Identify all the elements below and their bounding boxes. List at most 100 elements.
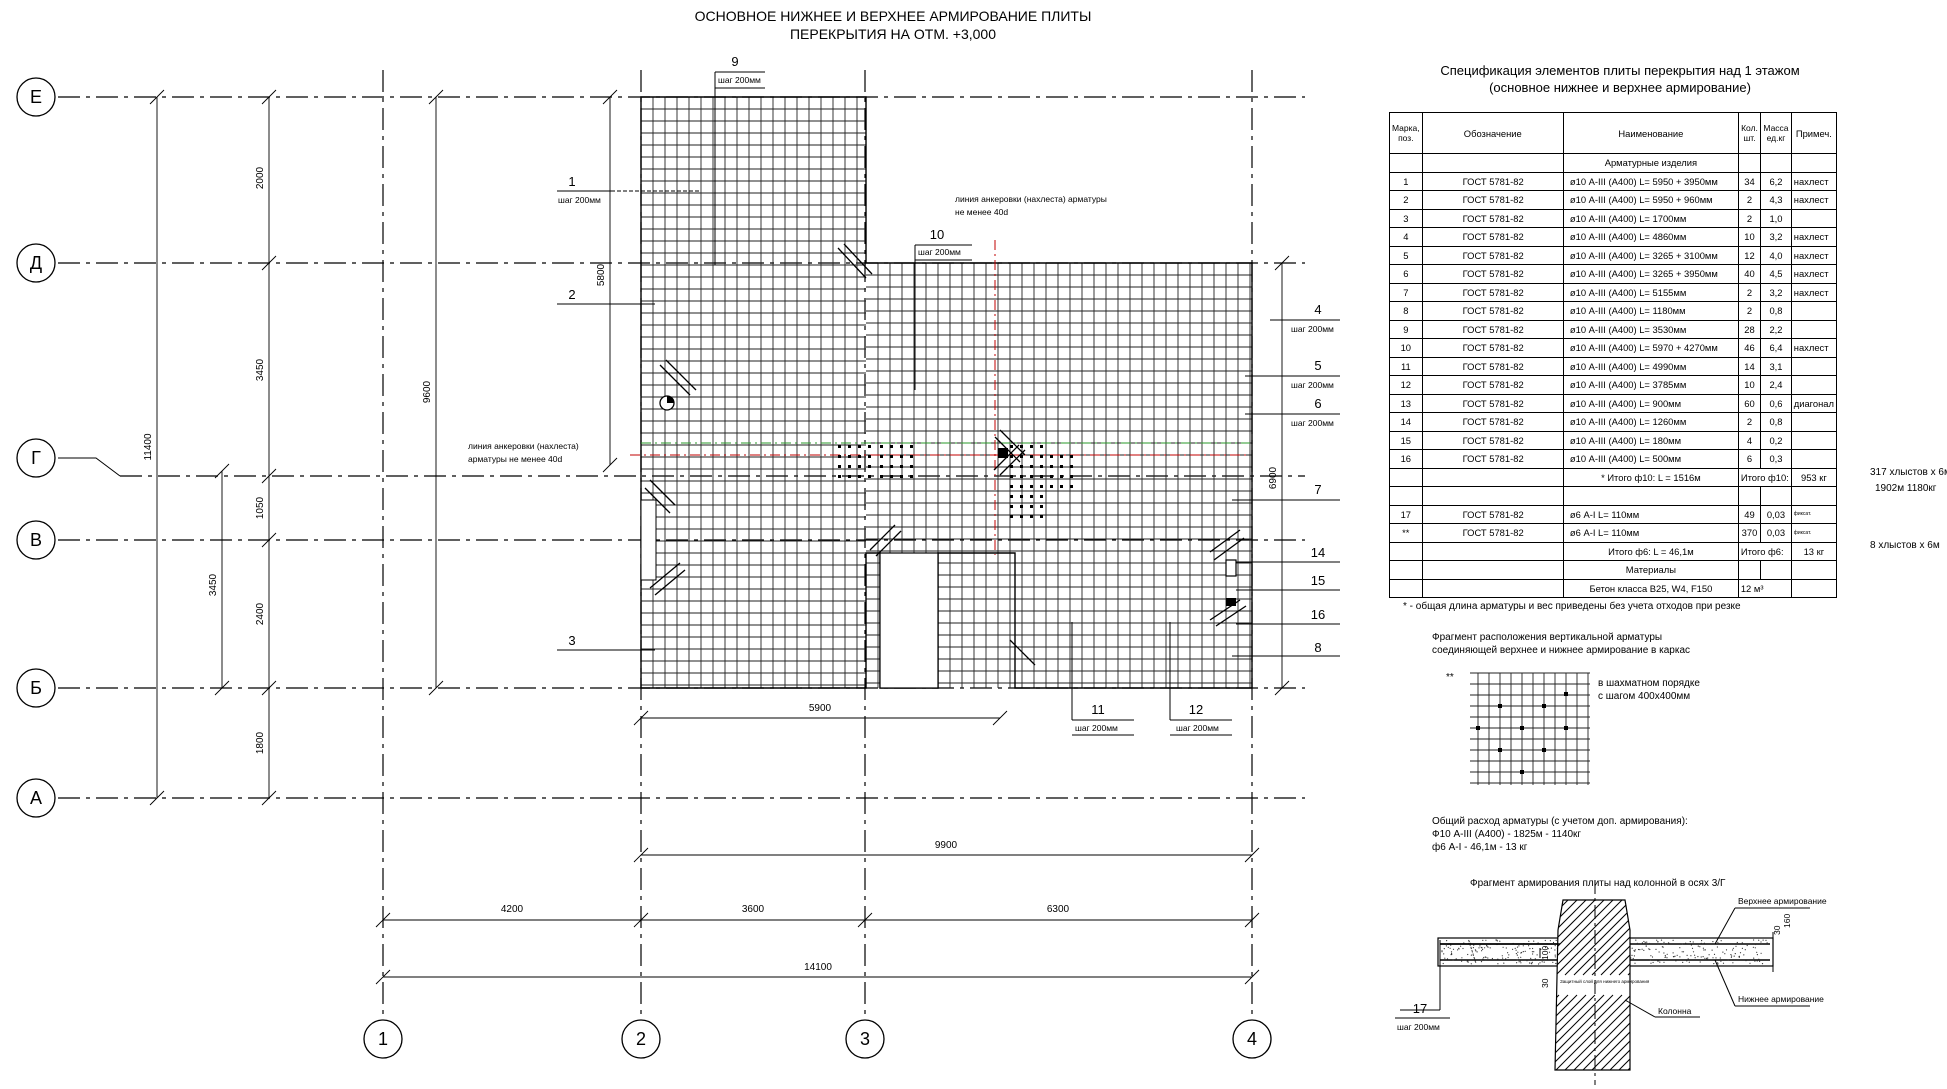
concrete-stipple: [1713, 963, 1715, 965]
fragment1-desc-2: с шагом 400х400мм: [1598, 691, 1691, 702]
spec-cell-mass: 3,2: [1760, 227, 1792, 247]
bar-tick: [1040, 475, 1043, 478]
concrete-stipple: [1701, 940, 1703, 942]
bar-tick: [910, 445, 913, 448]
concrete-stipple: [1732, 947, 1734, 949]
spec-cell-qty: 2: [1737, 190, 1762, 210]
concrete-stipple: [1531, 963, 1533, 965]
concrete-stipple: [1515, 953, 1517, 955]
axis-bubble-1: [363, 1019, 403, 1059]
concrete-stipple: [1519, 960, 1521, 962]
concrete-stipple: [1516, 954, 1518, 956]
concrete-stipple: [1746, 944, 1748, 947]
concrete-stipple: [1711, 949, 1713, 951]
spec-total6-mass: 13 кг: [1790, 541, 1838, 561]
spec-cell-mass: 2,4: [1760, 375, 1792, 395]
concrete-stipple: [1760, 941, 1762, 943]
spec-cell-note: нахлест: [1790, 264, 1838, 284]
diagonal-bars: [644, 243, 1247, 666]
concrete-stipple: [1717, 962, 1719, 964]
concrete-stipple: [1501, 955, 1503, 957]
dim-5900: 5900: [809, 703, 832, 714]
mesh-bar: [1555, 994, 1587, 1070]
spec-section-1: Арматурные изделия: [1562, 153, 1739, 173]
bar-tick: [838, 475, 841, 478]
bar-tick: [1040, 495, 1043, 498]
concrete-stipple: [1718, 942, 1720, 945]
spec-blank-row: [1389, 486, 1838, 506]
concrete-stipple: [1712, 941, 1714, 943]
spec-cell-mass: 6,4: [1760, 338, 1792, 358]
left-dimensions: 11400 9600 3450 2000 3450 1050 2400 1800…: [143, 89, 618, 806]
axis-bubble-2: [621, 1019, 661, 1059]
concrete-stipple: [1674, 955, 1676, 957]
concrete-stipple: [1516, 946, 1519, 948]
concrete-stipple: [1719, 957, 1721, 959]
spec-cell-qty: 34: [1737, 171, 1762, 191]
concrete-stipple: [1457, 949, 1459, 951]
concrete-stipple: [1475, 961, 1477, 963]
concrete-stipple: [1641, 948, 1643, 950]
spec-cell-name: ø10 А-III (А400) L= 3785мм: [1562, 375, 1739, 395]
concrete-stipple: [1473, 957, 1475, 959]
spec-cell-pos: 16: [1389, 449, 1423, 469]
callout-14-num: 14: [1311, 545, 1325, 560]
concrete-stipple: [1482, 948, 1484, 951]
spec-cell-pos: 3: [1389, 208, 1423, 228]
concrete-stipple: [1712, 957, 1714, 959]
bar-tick: [1040, 505, 1043, 508]
mesh-bar: [1475, 995, 1550, 1070]
concrete-stipple: [1480, 961, 1483, 963]
concrete-stipple: [1648, 942, 1651, 945]
concrete-stipple: [1762, 939, 1764, 941]
bar-tick: [848, 445, 851, 448]
bar-tick: [1060, 455, 1063, 458]
spec-header-mass: Масса ед.кг: [1760, 112, 1792, 154]
concrete-stipple: [1692, 951, 1695, 953]
concrete-stipple: [1520, 956, 1522, 958]
concrete-stipple: [1652, 961, 1654, 964]
concrete-stipple: [1717, 941, 1719, 943]
concrete-stipple: [1651, 956, 1654, 958]
concrete-stipple: [1486, 945, 1488, 947]
bar-tick: [880, 475, 883, 478]
concrete-stipple: [1675, 960, 1677, 962]
mesh-bar: [1564, 994, 1630, 1070]
axis-bubble-B: [16, 668, 56, 708]
concrete-stipple: [1697, 945, 1699, 947]
spec-cell-qty: 6: [1737, 449, 1762, 469]
callout-6-step: шаг 200мм: [1291, 418, 1334, 428]
concrete-stipple: [1470, 947, 1472, 950]
concrete-stipple: [1554, 954, 1556, 956]
concrete-stipple: [1458, 947, 1460, 950]
bar-tick: [1050, 475, 1053, 478]
concrete-stipple: [1470, 946, 1472, 948]
concrete-stipple: [1518, 961, 1520, 963]
concrete-stipple: [1690, 955, 1692, 957]
spec-cell-qty: 12: [1737, 245, 1762, 265]
callout-17-num: 17: [1413, 1001, 1427, 1016]
concrete-stipple: [1472, 947, 1474, 949]
concrete-stipple: [1536, 954, 1538, 956]
concrete-stipple: [1485, 939, 1487, 941]
concrete-stipple: [1655, 948, 1657, 951]
vertical-bar-dot: [1476, 726, 1480, 730]
spec-concrete-name: Бетон класса В25, W4, F150: [1562, 578, 1739, 598]
concrete-stipple: [1650, 962, 1652, 964]
spec-cell-doc: ГОСТ 5781-82: [1421, 375, 1564, 395]
concrete-stipple: [1475, 950, 1477, 952]
concrete-stipple: [1736, 941, 1738, 944]
bar-tick: [900, 455, 903, 458]
concrete-stipple: [1637, 948, 1640, 951]
concrete-stipple: [1749, 962, 1751, 964]
concrete-stipple: [1632, 957, 1634, 960]
callout-16-num: 16: [1311, 607, 1325, 622]
callout-9-step: шаг 200мм: [718, 75, 761, 85]
concrete-stipple: [1528, 962, 1531, 964]
row-axis-bubbles: Е Д Г В Б А: [16, 77, 56, 818]
